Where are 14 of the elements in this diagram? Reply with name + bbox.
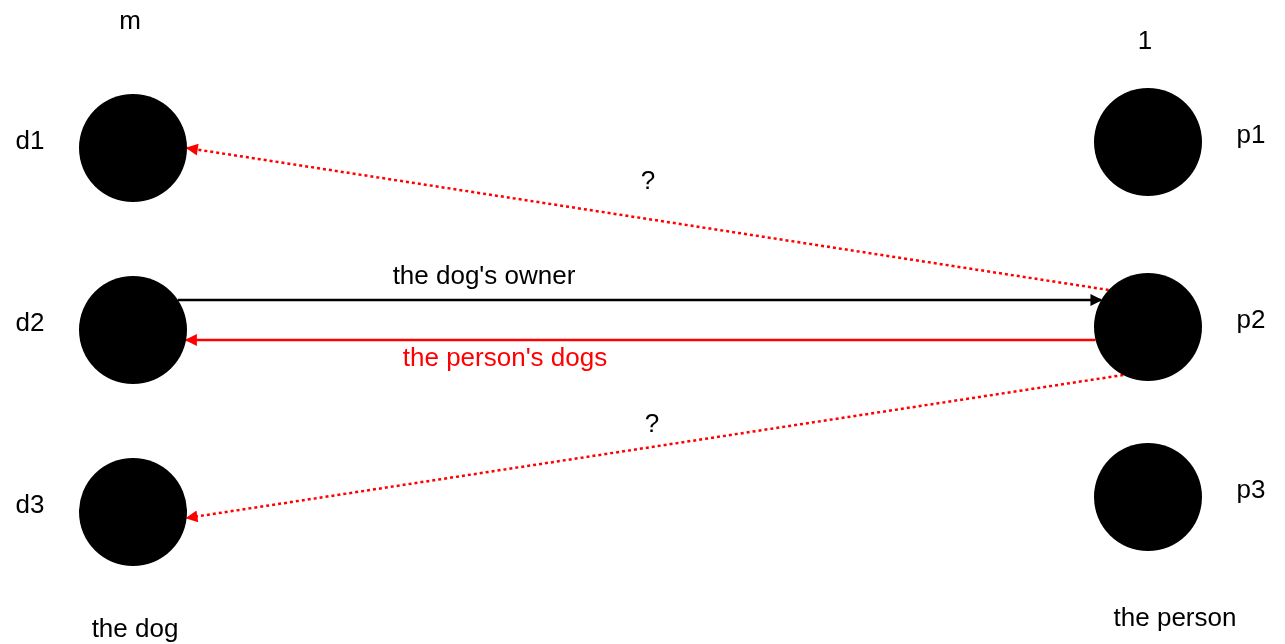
node-name: d1 — [15, 125, 45, 155]
column-label: the person — [1113, 602, 1237, 632]
node-name: p2 — [1236, 304, 1266, 334]
node-name: d3 — [15, 489, 45, 519]
column-label: m — [119, 5, 141, 35]
arrow — [184, 334, 1096, 346]
arrow — [185, 143, 1109, 292]
node-name: p3 — [1236, 474, 1266, 504]
arrow — [185, 373, 1124, 523]
node-name: d2 — [15, 307, 45, 337]
column-label: the dog — [91, 613, 179, 643]
column-label: 1 — [1137, 25, 1153, 55]
node-name: p1 — [1236, 119, 1266, 149]
arrow — [177, 294, 1103, 306]
